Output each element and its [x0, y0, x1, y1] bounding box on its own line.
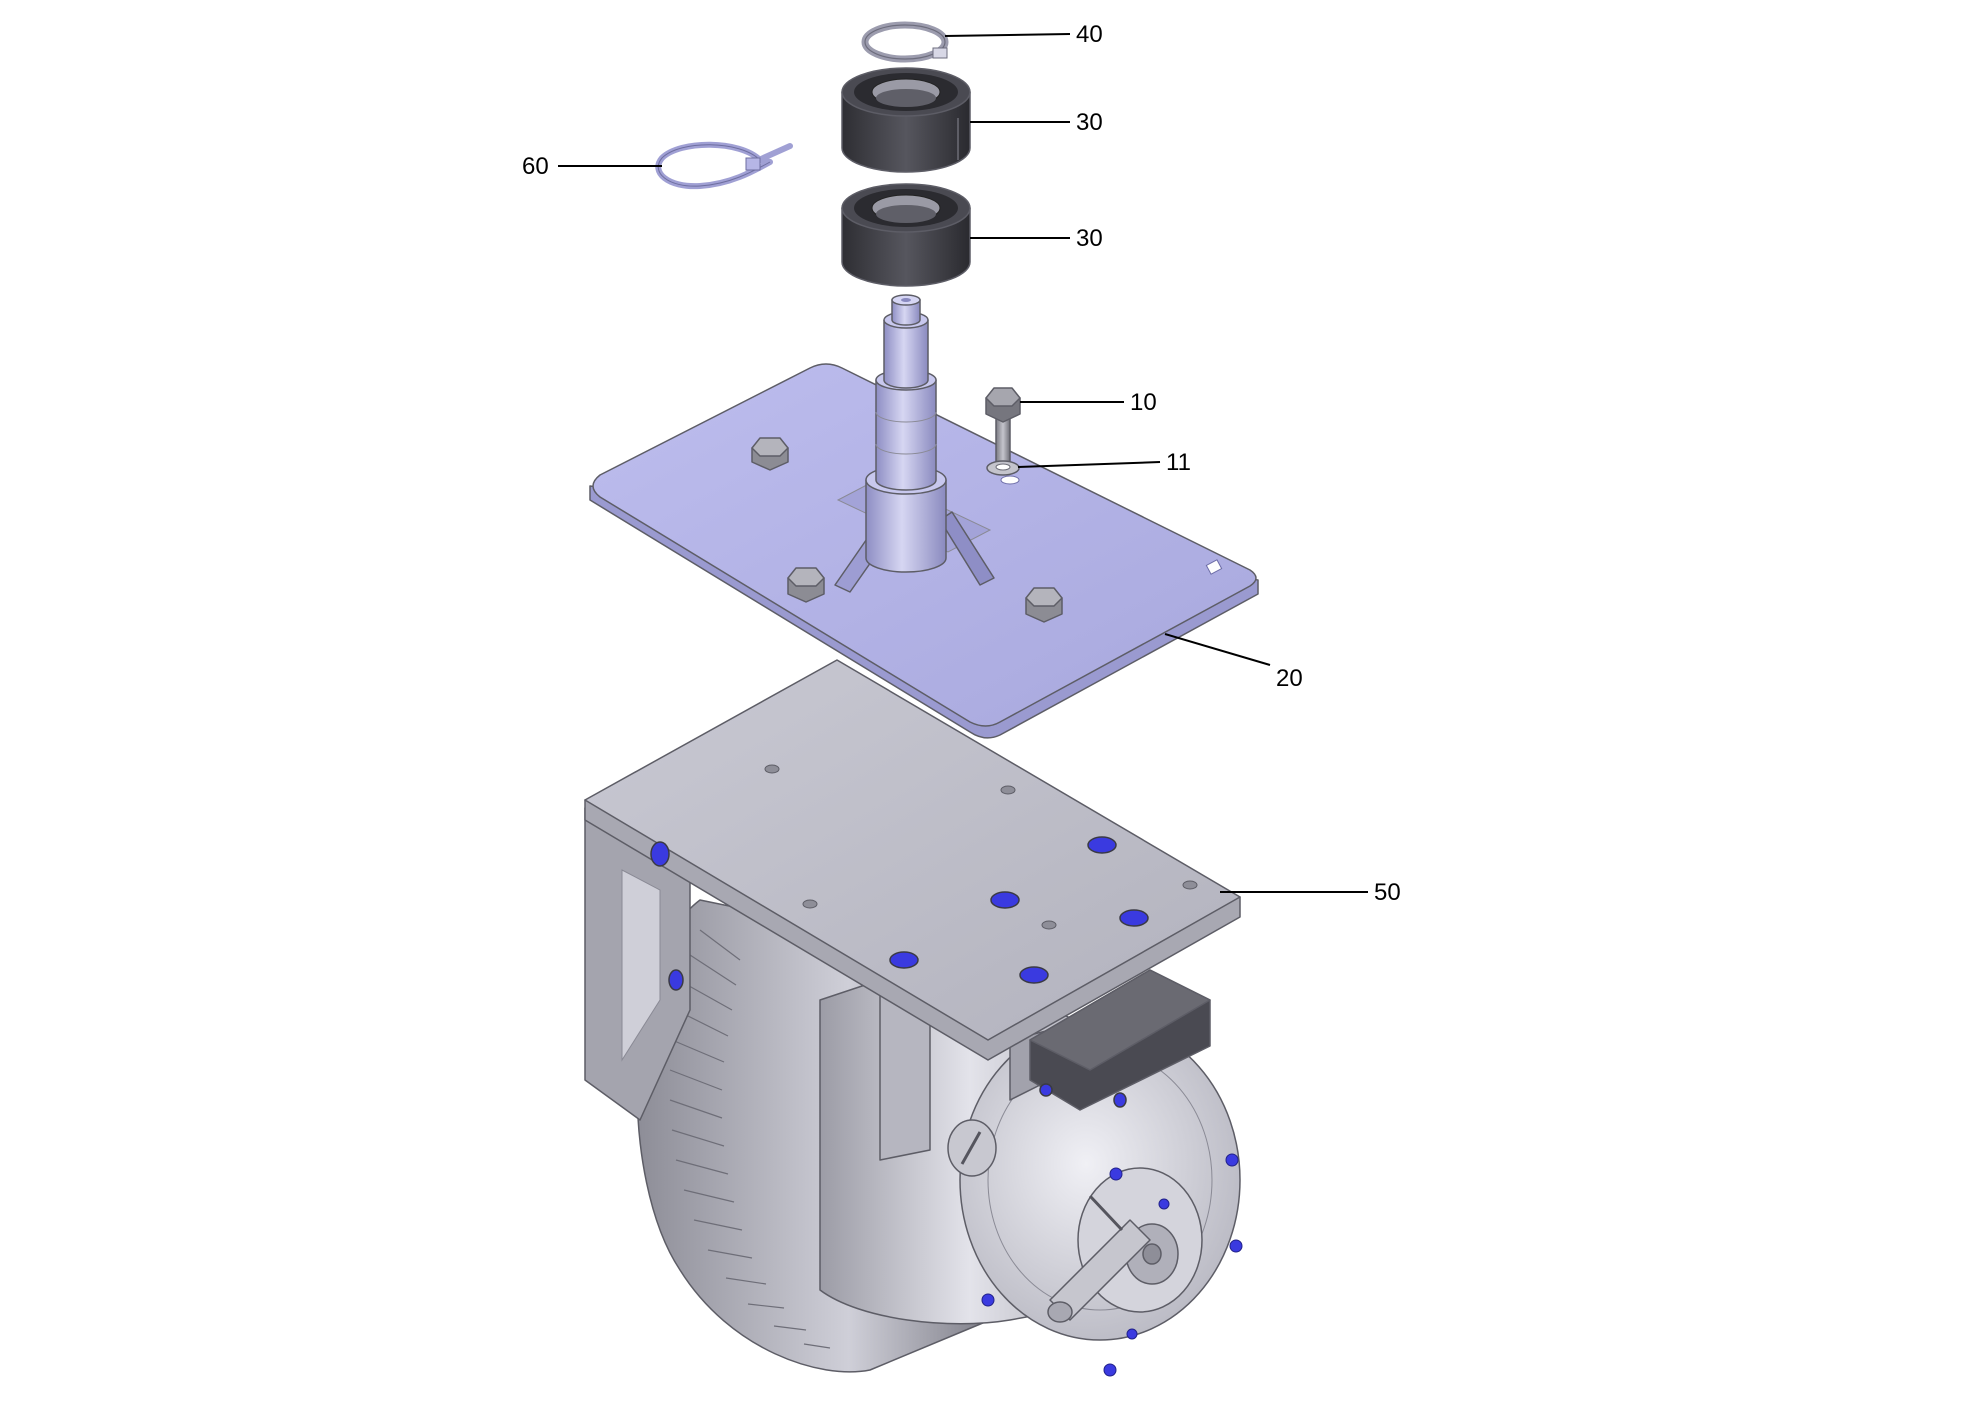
callout-30-lower: 30 — [1076, 225, 1103, 252]
housing-top-plain-holes — [764, 764, 1198, 930]
part-60-cable-tie[interactable] — [655, 141, 793, 190]
leader-20 — [1164, 633, 1271, 666]
callout-60: 60 — [522, 153, 549, 180]
part-30-bearing-lower[interactable] — [841, 183, 971, 287]
part-20-top-plate[interactable] — [589, 294, 1259, 739]
plate-nut-rear-left — [751, 437, 789, 471]
callout-20: 20 — [1276, 665, 1303, 692]
part-10-hex-bolt[interactable] — [985, 387, 1021, 463]
part-11-washer[interactable] — [986, 460, 1020, 476]
housing-top-blue-holes — [650, 836, 1149, 1108]
part-30-bearing-upper[interactable] — [841, 67, 971, 173]
face-bolt-holes — [981, 1153, 1243, 1377]
part-50-drive-unit[interactable] — [584, 659, 1243, 1377]
callout-labels: 40 30 30 60 10 11 20 50 — [522, 21, 1401, 906]
plate-nut-front-left — [787, 567, 825, 603]
part-40-retaining-ring[interactable] — [861, 21, 949, 63]
leader-40 — [944, 33, 1071, 37]
callout-11: 11 — [1166, 449, 1191, 476]
callout-10: 10 — [1130, 389, 1157, 416]
callout-40: 40 — [1076, 21, 1103, 48]
callout-50: 50 — [1374, 879, 1401, 906]
plate-nut-front-right — [1025, 587, 1063, 623]
leader-11 — [1017, 461, 1161, 468]
callout-leaders — [558, 33, 1368, 893]
callout-30-upper: 30 — [1076, 109, 1103, 136]
